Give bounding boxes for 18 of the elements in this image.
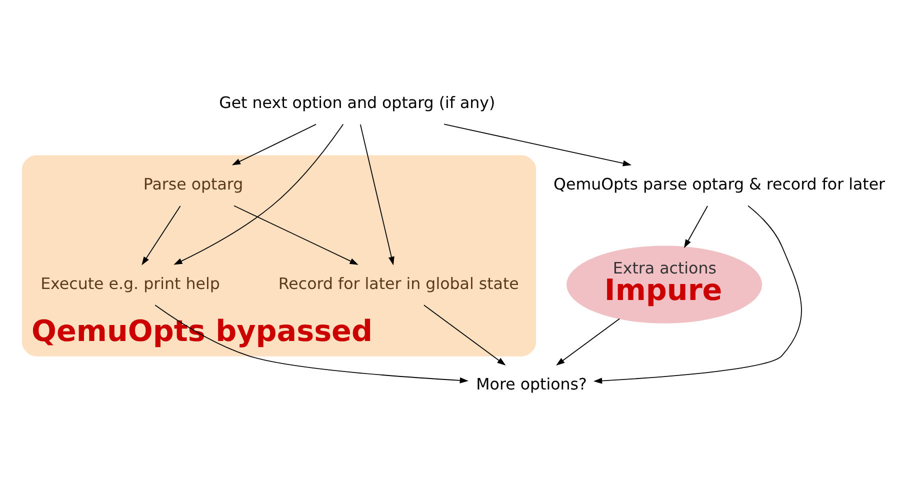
arrow: [593, 205, 802, 384]
arrow: [556, 318, 620, 366]
node-text: More options?: [476, 374, 587, 394]
arrow: [142, 206, 181, 266]
arrow: [174, 124, 344, 265]
node-text: Parse optarg: [143, 174, 244, 194]
arrow: [154, 304, 468, 384]
arrow: [424, 304, 506, 366]
arrow: [444, 124, 632, 166]
arrow: [360, 124, 394, 266]
arrow: [684, 206, 708, 248]
node-text: Record for later in global state: [278, 274, 519, 293]
arrow: [234, 205, 358, 265]
node-text: QemuOpts parse optarg & record for later: [554, 174, 886, 194]
node-ellipse: Extra actions Impure: [566, 246, 762, 324]
node-text: Get next option and optarg (if any): [219, 93, 496, 112]
arrow: [232, 124, 316, 166]
node-text: Execute e.g. print help: [40, 274, 220, 293]
